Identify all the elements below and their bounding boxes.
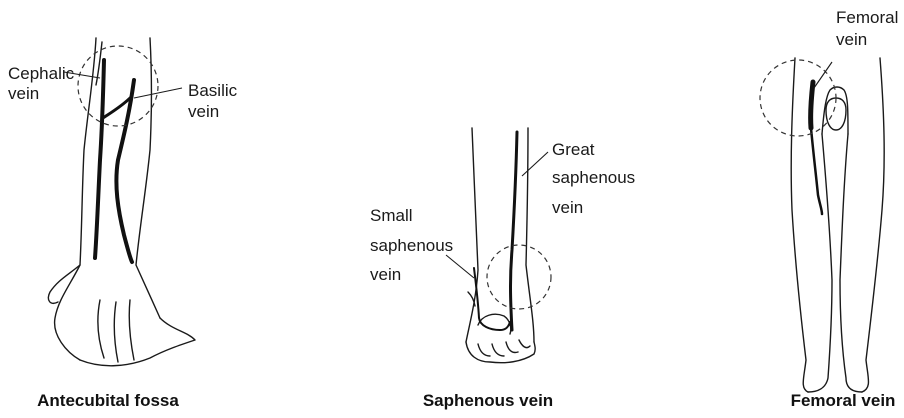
- arm-crease: [96, 42, 102, 85]
- thumb-outline: [48, 265, 80, 303]
- great-saphenous-label: Great saphenous vein: [552, 140, 640, 217]
- hand-fingers: [98, 300, 134, 362]
- foot-site-circle: [487, 245, 551, 309]
- leg-outline-left: [466, 128, 478, 342]
- cephalic-vein: [95, 60, 104, 258]
- femoral-leader: [814, 62, 832, 88]
- arm-outline-right: [136, 38, 160, 318]
- great-saphenous-leader: [522, 152, 548, 176]
- femoral-label: Femoral vein: [836, 8, 903, 49]
- arm-illustration: [48, 38, 195, 366]
- foot-illustration: [446, 128, 551, 363]
- arm-outline-left: [55, 38, 96, 360]
- saphenous-caption: Saphenous vein: [423, 391, 553, 410]
- femoral-vein-lower: [811, 128, 822, 214]
- cephalic-label: Cephalic vein: [8, 64, 79, 103]
- right-leg-outer: [862, 58, 884, 392]
- femoral-vein: [811, 82, 813, 128]
- foot-outline: [466, 342, 535, 363]
- toes-outline: [478, 340, 530, 356]
- great-saphenous-vein: [511, 132, 518, 330]
- right-leg-inner: [840, 134, 862, 392]
- small-saphenous-leader: [446, 255, 474, 278]
- femoral-site-circle: [760, 60, 836, 136]
- legs-illustration: [760, 58, 884, 392]
- left-leg-outer: [791, 58, 808, 392]
- median-cubital-vein: [103, 98, 130, 118]
- basilic-label: Basilic vein: [188, 81, 242, 121]
- arm-site-circle: [78, 46, 158, 126]
- small-saphenous-label: Small saphenous vein: [370, 206, 458, 284]
- antecubital-caption: Antecubital fossa: [37, 391, 179, 410]
- left-leg-inner: [808, 134, 832, 392]
- femoral-caption: Femoral vein: [791, 391, 896, 410]
- small-saphenous-vein: [474, 268, 510, 330]
- leg-outline-right: [526, 128, 534, 342]
